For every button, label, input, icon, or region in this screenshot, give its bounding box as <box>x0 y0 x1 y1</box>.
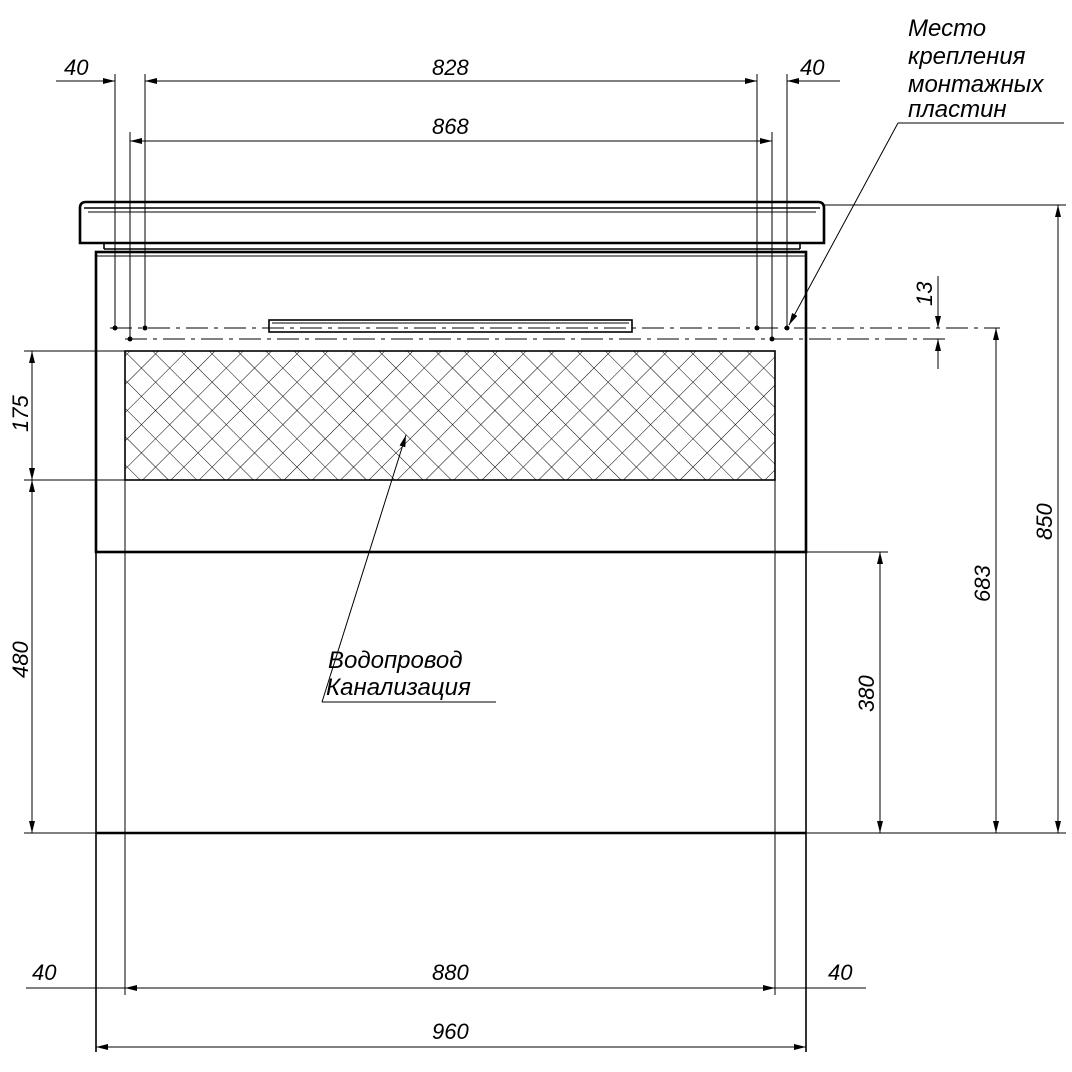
mount-axis <box>110 325 1000 342</box>
dim-top-left-offset: 40 <box>64 55 89 80</box>
mount-note-line1: Место <box>908 15 986 42</box>
top-dimensions: 40 828 40 868 <box>56 55 840 144</box>
dim-top-right-offset: 40 <box>800 55 825 80</box>
mount-note-line4: пластин <box>908 96 1007 123</box>
dim-bottom-left-offset: 40 <box>32 960 57 985</box>
top-extension-lines <box>114 74 788 339</box>
dim-mount-gap: 13 <box>912 281 937 306</box>
utility-zone <box>124 350 776 481</box>
dim-overall-width: 960 <box>432 1019 469 1044</box>
bottom-dimensions: 40 880 40 960 <box>26 960 866 1050</box>
wall-outline <box>95 480 807 1052</box>
right-dimensions: 850 683 380 13 <box>806 204 1066 834</box>
mount-note-line3: монтажных <box>908 71 1044 98</box>
dim-mount-height: 683 <box>970 565 995 602</box>
utility-leader-line <box>321 434 407 703</box>
mount-note-line2: крепления <box>908 43 1026 70</box>
dim-bottom-inner-width: 880 <box>432 960 469 985</box>
dim-hatch-height: 175 <box>8 395 33 432</box>
utility-note-line2: Канализация <box>326 674 471 701</box>
left-dimensions: 175 480 <box>8 350 125 834</box>
cabinet-body <box>94 250 808 554</box>
mount-annotation: Место крепления монтажных пластин <box>788 15 1064 326</box>
utility-note-line1: Водопровод <box>328 647 462 674</box>
dim-top-inner-width: 828 <box>432 55 469 80</box>
utility-annotation: Водопровод Канализация <box>321 434 496 703</box>
dim-total-height: 850 <box>1032 503 1057 540</box>
dim-cabinet-bottom-height: 380 <box>854 675 879 712</box>
mount-leader-line <box>788 122 899 326</box>
dim-plate-spacing: 868 <box>432 114 469 139</box>
dim-floor-to-hatch: 480 <box>8 641 33 678</box>
washbasin-top <box>78 200 826 250</box>
dim-bottom-right-offset: 40 <box>828 960 853 985</box>
